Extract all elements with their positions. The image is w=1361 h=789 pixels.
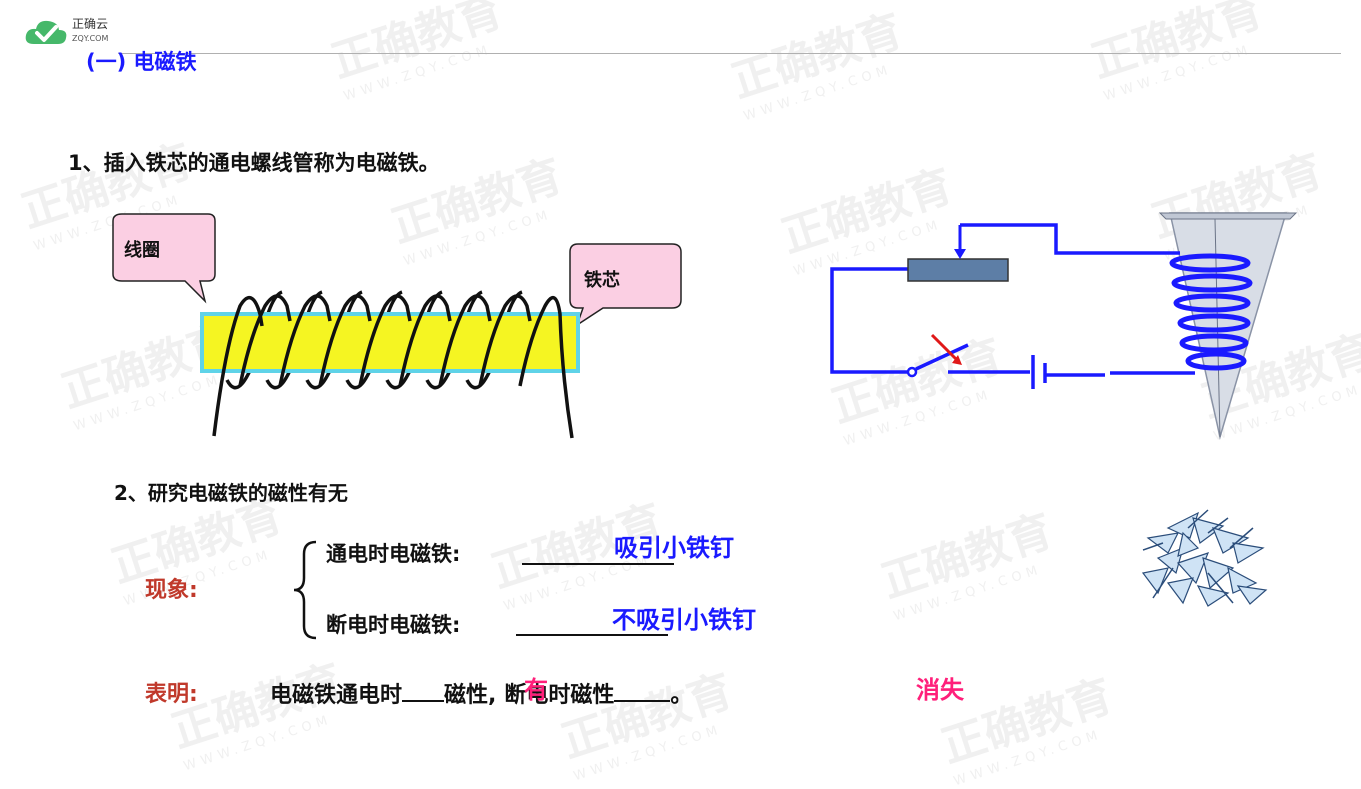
solenoid-diagram	[112, 213, 682, 439]
nail-coil	[1169, 253, 1253, 371]
conclusion-answer-2: 消失	[916, 676, 964, 704]
header-divider	[118, 53, 1341, 54]
coil-label: 线圈	[124, 240, 160, 261]
conclusion-label: 表明:	[145, 682, 198, 707]
circuit-diagram	[830, 212, 1298, 440]
section-title: (一) 电磁铁	[86, 50, 197, 74]
power-off-blank	[516, 634, 668, 636]
power-off-text: 断电时电磁铁:	[326, 613, 461, 637]
logo: 正确云 ZQY.COM	[24, 16, 134, 50]
power-on-answer: 吸引小铁钉	[614, 534, 734, 562]
conclusion-sentence: 电磁铁通电时 磁性, 断电时磁性 。	[270, 677, 692, 709]
logo-sub: ZQY.COM	[72, 34, 109, 43]
tacks-image	[1141, 509, 1268, 607]
power-off-answer: 不吸引小铁钉	[612, 606, 756, 634]
conclusion-blank-1	[402, 700, 445, 702]
power-on-blank	[522, 563, 674, 565]
conclusion-text-c: 断电时磁性	[504, 683, 615, 708]
core-callout	[569, 243, 682, 327]
coil-front	[212, 294, 574, 439]
cloud-check-icon	[25, 20, 67, 44]
power-on-text: 通电时电磁铁:	[326, 542, 461, 566]
conclusion-text-a: 电磁铁通电时	[270, 683, 403, 708]
switch	[906, 366, 918, 378]
circuit-wires	[830, 223, 1195, 377]
conclusion-text-d: 。	[670, 683, 693, 708]
rheostat	[907, 258, 1009, 282]
phenomenon-label: 现象:	[145, 578, 198, 603]
definition-text: 1、插入铁芯的通电螺线管称为电磁铁。	[68, 151, 440, 175]
iron-core	[200, 312, 580, 373]
coil-callout	[112, 213, 216, 304]
core-label: 铁芯	[584, 270, 620, 291]
brace-icon	[293, 540, 317, 640]
conclusion-text-b: 磁性,	[444, 683, 497, 708]
logo-name: 正确云	[72, 17, 109, 31]
conclusion-blank-2	[614, 700, 671, 702]
conclusion-answer-1: 有	[524, 676, 548, 704]
experiment-heading: 2、研究电磁铁的磁性有无	[114, 481, 348, 505]
